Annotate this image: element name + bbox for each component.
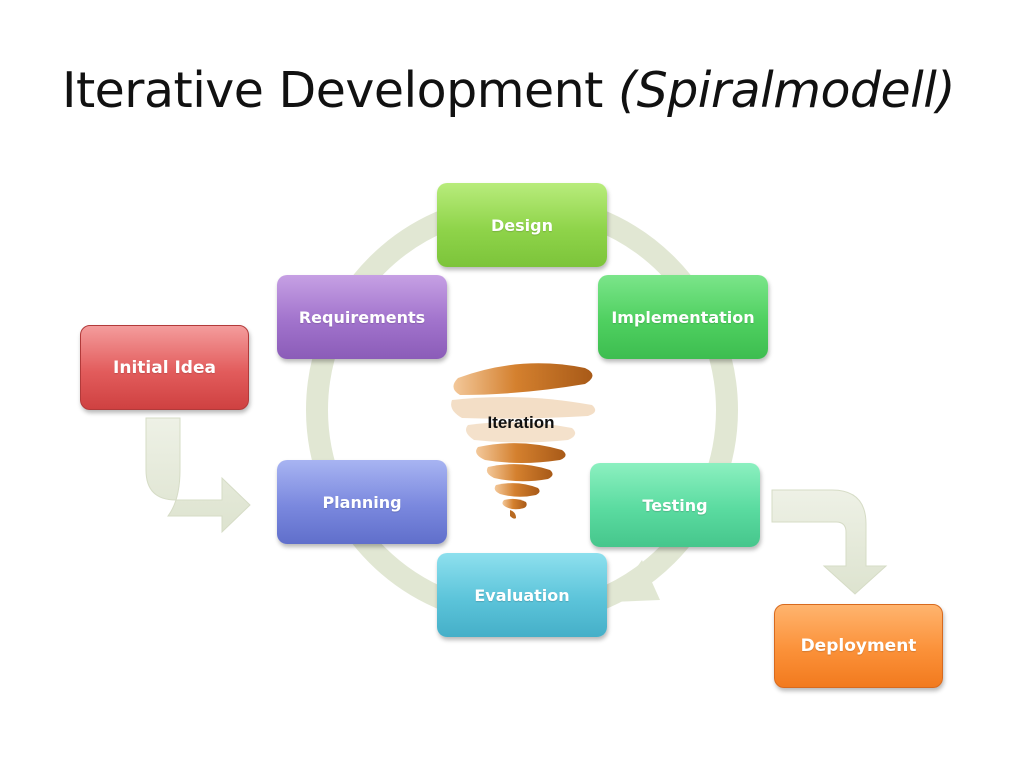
step-implementation-label: Implementation (611, 307, 755, 327)
step-design: Design (437, 183, 607, 267)
step-planning: Planning (277, 460, 447, 544)
iteration-spiral-icon (451, 363, 596, 519)
step-evaluation-label: Evaluation (474, 585, 570, 605)
step-design-label: Design (491, 215, 553, 235)
title-main: Iterative Development (62, 62, 618, 119)
step-requirements: Requirements (277, 275, 447, 359)
initial-idea-label: Initial Idea (113, 357, 216, 378)
step-planning-label: Planning (322, 492, 402, 512)
arrow-testing-to-deployment (771, 489, 888, 595)
arrow-initial-to-planning (145, 417, 251, 534)
step-testing-label: Testing (642, 495, 708, 515)
step-requirements-label: Requirements (298, 307, 426, 327)
slide-title: Iterative Development (Spiralmodell) (62, 62, 956, 119)
step-testing: Testing (590, 463, 760, 547)
end-deployment: Deployment (774, 604, 943, 688)
deployment-label: Deployment (800, 636, 917, 656)
iteration-label: Iteration (487, 413, 555, 432)
step-evaluation: Evaluation (437, 553, 607, 637)
start-initial-idea: Initial Idea (80, 325, 249, 410)
title-sub: (Spiralmodell) (617, 62, 956, 119)
step-implementation: Implementation (598, 275, 768, 359)
ring-arrowhead (612, 560, 660, 602)
